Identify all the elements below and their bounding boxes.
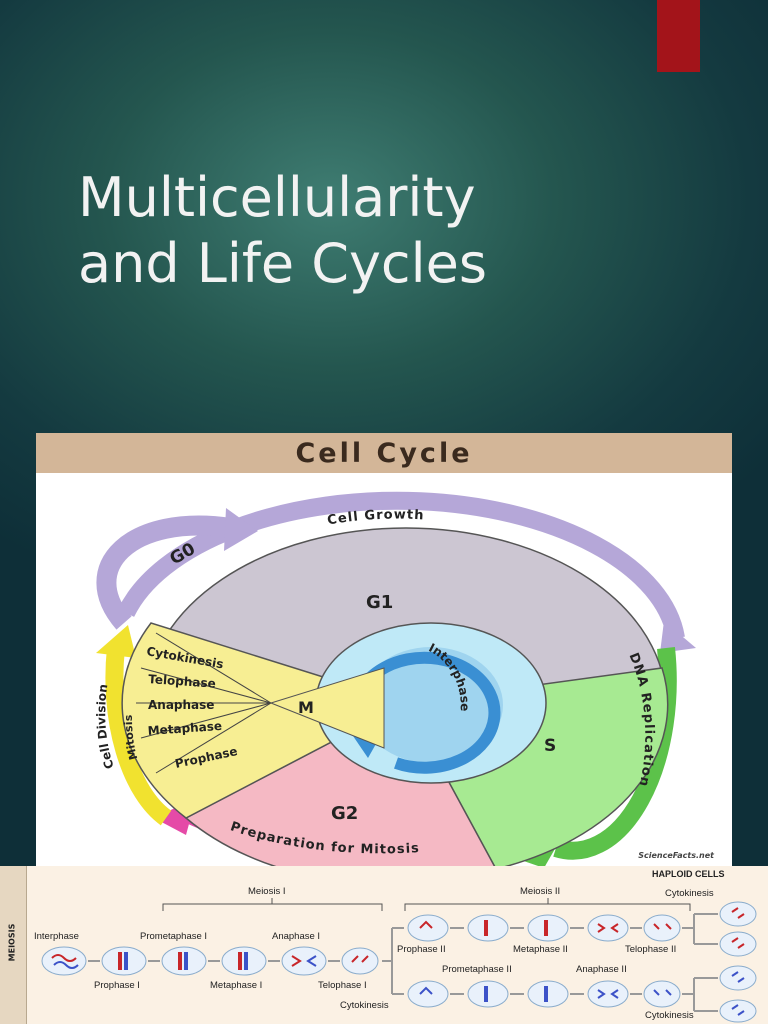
meiosis-2-label: Meiosis II — [520, 886, 561, 897]
chromosome — [731, 937, 745, 949]
interphase-label: Interphase — [34, 931, 79, 942]
meiosis2-upper-row — [407, 901, 757, 957]
cytokinesis-top-label: Cytokinesis — [665, 888, 714, 899]
stage-divider — [155, 702, 272, 774]
chromosome — [291, 955, 302, 967]
meiosis1-bracket — [162, 903, 383, 911]
g1-label: G1 — [366, 592, 393, 613]
s-label: S — [544, 736, 556, 756]
stage-divider — [155, 632, 272, 704]
chromosome — [419, 920, 433, 929]
chromosome — [184, 952, 188, 970]
chromosome — [731, 971, 745, 983]
stage-divider — [140, 667, 272, 704]
chromosome — [731, 907, 745, 919]
cell-anaphase-1 — [281, 946, 327, 976]
chromosome — [244, 952, 248, 970]
chromosome — [238, 952, 242, 970]
cell-telophase-2 — [643, 980, 681, 1008]
title-line-1: Multicellularity — [78, 166, 476, 229]
chromosome — [544, 986, 548, 1002]
prophase-1-label: Prophase I — [94, 980, 140, 991]
g0-arrowhead — [224, 508, 258, 551]
cell-telophase-1 — [341, 947, 379, 975]
meiosis-diagram: MEIOSIS — [0, 866, 768, 1024]
cell-cycle-title: Cell Cycle — [295, 438, 473, 469]
source-credit: ScienceFacts.net — [638, 851, 714, 860]
haploid-cell — [719, 999, 757, 1023]
cell-interphase — [41, 946, 87, 976]
cell-telophase-2 — [643, 914, 681, 942]
anaphase-2-label: Anaphase II — [576, 964, 627, 975]
division-arc — [105, 647, 172, 826]
stage-telophase: Telophase — [148, 672, 216, 691]
stage-divider — [140, 702, 272, 739]
g2-label: G2 — [331, 803, 358, 824]
m-wedge — [269, 667, 385, 749]
prometaphase-2-label: Prometaphase II — [442, 964, 512, 975]
prophase-2-label: Prophase II — [397, 944, 446, 955]
haploid-cell — [719, 901, 757, 927]
stage-anaphase: Anaphase — [148, 698, 214, 712]
telophase-2-label: Telophase II — [625, 944, 677, 955]
chromosome — [118, 952, 122, 970]
cytokinesis-bottom-label: Cytokinesis — [645, 1010, 694, 1021]
chromosome — [544, 920, 548, 936]
accent-tab — [657, 0, 700, 72]
stage-metaphase: Metaphase — [147, 719, 222, 738]
chromosome — [178, 952, 182, 970]
meiosis-1-label: Meiosis I — [248, 886, 286, 897]
chromosome — [53, 961, 79, 969]
cell-anaphase-2 — [587, 914, 629, 942]
metaphase-1-label: Metaphase I — [210, 980, 263, 991]
prometaphase-1-label: Prometaphase I — [140, 931, 208, 942]
title-line-2: and Life Cycles — [78, 232, 487, 295]
meiosis2-bracket — [404, 903, 691, 911]
g0-loop — [96, 515, 233, 630]
chromosome — [484, 986, 488, 1002]
mitosis-sector — [121, 622, 408, 819]
cell-cycle-banner — [36, 433, 732, 473]
cell-prophase-2 — [407, 914, 449, 942]
chromosome — [597, 923, 619, 933]
cell-cycle-wheel: G0 G1 S G2 M Cell Growth DNA Replication… — [94, 491, 696, 866]
meiosis-side-bar: MEIOSIS — [0, 866, 27, 1024]
meiosis1-row — [41, 946, 379, 976]
meiosis2-lower-row — [407, 965, 757, 1023]
split-connector — [382, 927, 404, 995]
chromosome — [306, 955, 317, 967]
anaphase-1-label: Anaphase I — [272, 931, 321, 942]
split-connector — [682, 977, 718, 1012]
chromosome — [51, 954, 77, 962]
slide-title: Multicellularity and Life Cycles — [78, 165, 638, 297]
chromosome — [653, 989, 672, 996]
meiosis-cells — [41, 898, 757, 1023]
split-connector — [682, 913, 718, 945]
cytokinesis-mid-label: Cytokinesis — [340, 1000, 389, 1011]
chromosome — [419, 986, 433, 995]
chromosome — [124, 952, 128, 970]
m-label: M — [298, 698, 314, 717]
haploid-cell — [719, 965, 757, 991]
growth-arc — [117, 491, 685, 640]
cell-cycle-diagram: Cell Cycle — [36, 433, 732, 866]
chromosome — [351, 955, 369, 963]
chromosome — [653, 923, 672, 930]
haploid-cell — [719, 931, 757, 957]
chromosome — [597, 989, 619, 999]
growth-arrowhead — [660, 621, 696, 653]
division-arrowhead — [96, 625, 136, 658]
telophase-1-label: Telophase I — [318, 980, 367, 991]
haploid-cells-label: HAPLOID CELLS — [652, 869, 725, 879]
metaphase-2-label: Metaphase II — [513, 944, 568, 955]
chromosome — [731, 1004, 745, 1016]
cell-prophase-2 — [407, 980, 449, 1008]
chromosome — [484, 920, 488, 936]
cell-anaphase-2 — [587, 980, 629, 1008]
